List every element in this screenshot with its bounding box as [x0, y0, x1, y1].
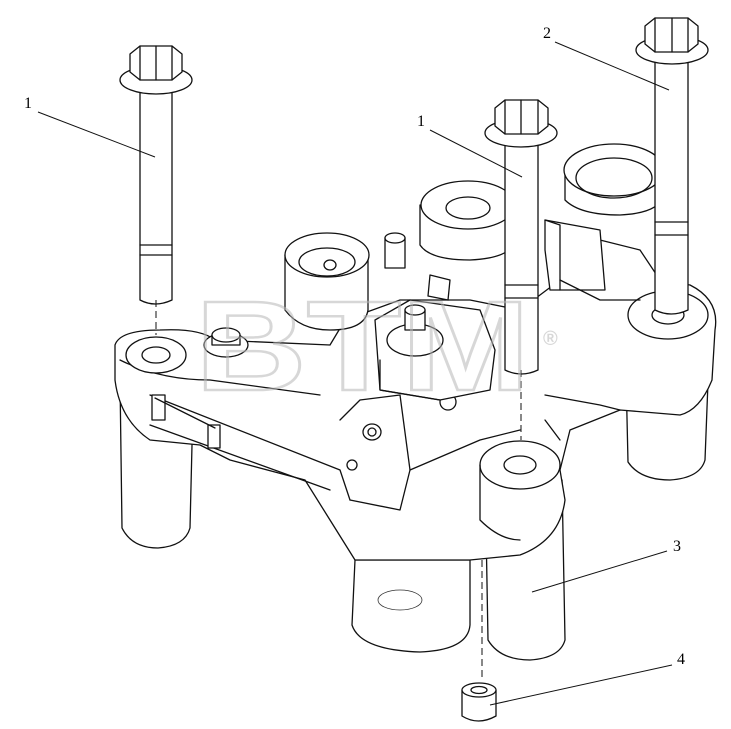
watermark-text: BTM — [195, 275, 530, 418]
assembly-axis-lines — [155, 300, 522, 680]
housing-part-3 — [114, 143, 717, 661]
sleeve-part-4 — [461, 682, 497, 722]
watermark-registered-mark: ® — [543, 328, 558, 350]
callout-labels: 1 1 2 3 4 — [24, 25, 685, 668]
bolt-part-1-center — [484, 99, 558, 375]
watermark-logo: BTM ® — [194, 274, 558, 420]
callout-3: 3 — [673, 538, 681, 555]
callout-4: 4 — [677, 651, 685, 668]
bolt-part-2 — [635, 17, 709, 315]
callout-2: 2 — [543, 25, 551, 42]
callout-1-left: 1 — [24, 95, 32, 112]
leader-lines — [37, 41, 673, 706]
callout-1-center: 1 — [417, 113, 425, 130]
bolt-part-1-left — [119, 45, 193, 305]
